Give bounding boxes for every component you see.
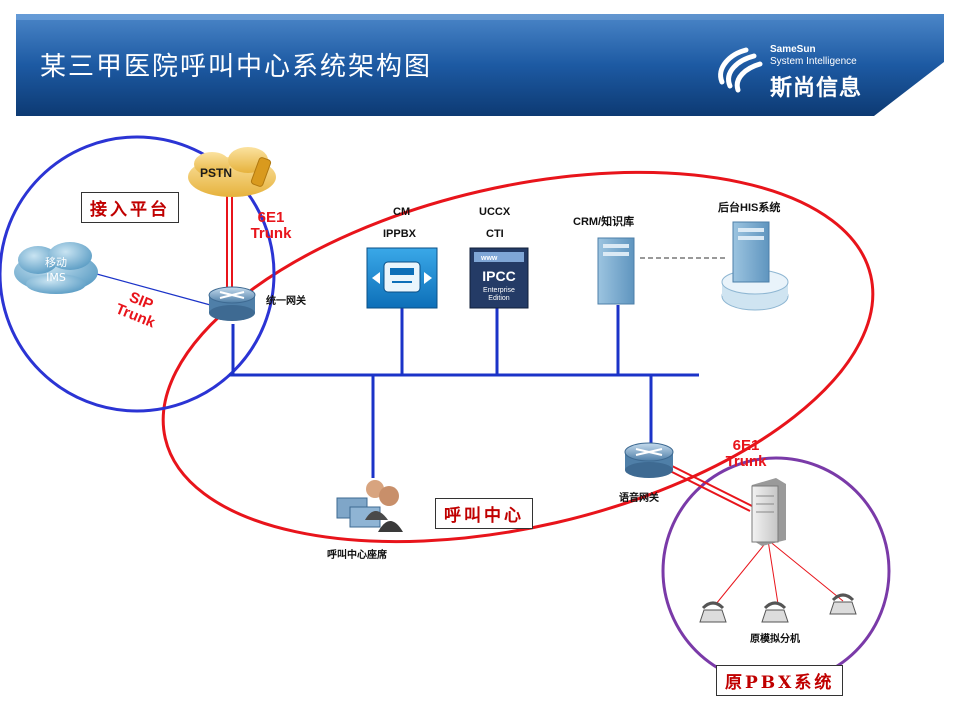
- voice-gateway-label: 语音网关: [619, 493, 659, 504]
- mobile-ims-label: 移动 IMS: [38, 255, 74, 285]
- analog-phone-icon-2: [761, 601, 789, 623]
- uccx-label: UCCX: [479, 206, 511, 218]
- header-banner: [16, 14, 944, 116]
- logo-cn-name: 斯尚信息: [770, 76, 863, 101]
- mobile-ims-cloud-icon: [14, 242, 98, 294]
- e1-trunk-bottom-label-line2: Trunk: [725, 453, 767, 470]
- e1-trunk-bottom-label: 6E1 Trunk: [718, 438, 774, 470]
- mobile-ims-label-line2: IMS: [46, 271, 66, 284]
- analog-phone-icon-1: [699, 601, 727, 623]
- ippbx-label: IPPBX: [383, 228, 417, 240]
- ipcc-www-text: www: [480, 255, 498, 262]
- voice-gateway-router-icon: [624, 442, 674, 478]
- mobile-ims-label-line1: 移动: [45, 256, 67, 269]
- pstn-cloud-icon: [188, 147, 276, 197]
- his-label: 后台HIS系统: [718, 202, 781, 214]
- ipcc-cti-icon: www IPCC Enterprise Edition: [469, 247, 529, 309]
- ipcc-icon-text: IPCC: [482, 268, 515, 284]
- e1-trunk-bottom: [669, 465, 753, 512]
- crm-label: CRM/知识库: [573, 216, 635, 228]
- access-platform-zone-circle: [0, 135, 276, 413]
- samesun-logo-icon: [718, 47, 763, 93]
- unified-gateway-router-icon: [208, 286, 256, 321]
- lan-bus: [229, 305, 699, 478]
- agents-label: 呼叫中心座席: [327, 550, 387, 561]
- logo-en-line1: SameSun: [770, 44, 816, 55]
- unified-gateway-label: 统一网关: [266, 296, 306, 307]
- his-server-icon: [721, 221, 789, 311]
- e1-trunk-top: [226, 195, 233, 290]
- pbx-cabinet-icon: [751, 478, 786, 546]
- access-platform-label: 接入平台: [81, 192, 179, 223]
- call-center-agents-icon: [336, 480, 403, 532]
- sip-trunk-link: [81, 269, 215, 307]
- analog-extensions-label: 原模拟分机: [750, 634, 800, 645]
- cm-ippbx-icon: [366, 247, 438, 309]
- ipcc-enterprise-text: Enterprise: [483, 287, 515, 294]
- pstn-label: PSTN: [200, 166, 233, 180]
- page-title: 某三甲医院呼叫中心系统架构图: [40, 52, 433, 82]
- crm-server-icon: [597, 237, 635, 305]
- e1-trunk-top-label-line1: 6E1: [257, 209, 285, 226]
- pbx-phone-links: [715, 539, 844, 605]
- original-pbx-label: 原PBX系统: [716, 665, 844, 696]
- call-center-label: 呼叫中心: [435, 498, 533, 529]
- analog-phone-icon-3: [829, 593, 857, 615]
- cm-label: CM: [393, 206, 411, 218]
- logo-en-line2: System Intelligence: [770, 56, 857, 67]
- e1-trunk-top-label: 6E1 Trunk: [243, 210, 299, 242]
- ipcc-edition-text: Edition: [488, 295, 510, 302]
- e1-trunk-top-label-line2: Trunk: [250, 225, 292, 242]
- call-center-zone-ellipse: [161, 170, 875, 544]
- cti-label: CTI: [486, 228, 504, 240]
- e1-trunk-bottom-label-line1: 6E1: [732, 437, 760, 454]
